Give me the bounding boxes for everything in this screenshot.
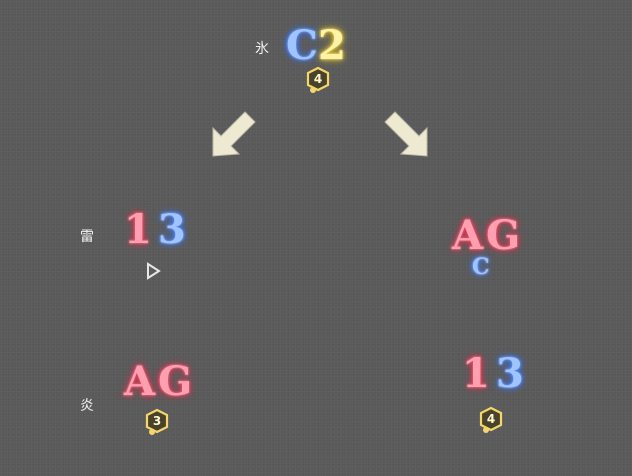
triangle-outline-icon [145,262,161,280]
ice-label: 氷 [255,41,269,57]
top-glyph-c: C [286,22,320,69]
right-bottom-badge-number: 4 [486,412,496,426]
right-mid-glyph-g: G [486,212,523,259]
thunder-label: 雷 [80,229,94,245]
left-bottom-glyph-g: G [158,358,195,405]
arrow-down-left-icon [205,106,265,166]
top-glyph-2: 2 [318,22,348,69]
left-mid-glyph-1: 1 [124,206,154,253]
right-mid-glyph-a: A [452,212,486,259]
left-bottom-badge-number: 3 [152,414,162,428]
fire-label: 炎 [80,398,94,414]
arrow-down-right-icon [375,106,435,166]
left-mid-glyph-3: 3 [158,206,188,253]
right-bottom-glyph-1: 1 [462,350,492,397]
top-hexagon-badge-icon: 4 [305,66,335,96]
right-mid-sub-glyph-c: C [472,254,492,280]
left-bottom-hexagon-badge-icon: 3 [144,408,174,438]
top-badge-number: 4 [313,72,323,86]
left-bottom-glyph-a: A [124,358,158,405]
right-bottom-glyph-3: 3 [496,350,526,397]
right-bottom-hexagon-badge-icon: 4 [478,406,508,436]
